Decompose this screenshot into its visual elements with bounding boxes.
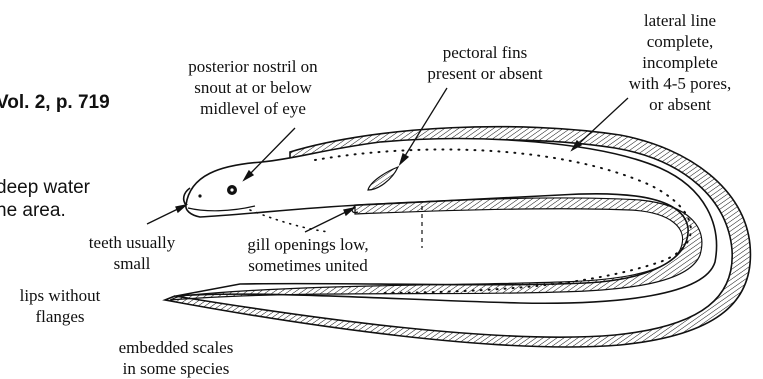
scales-label: embedded scales in some species	[96, 337, 256, 379]
gill-openings-label: gill openings low, sometimes united	[228, 234, 388, 276]
lateral-line-label: lateral line complete, incomplete with 4…	[600, 10, 760, 115]
pectoral-fins-label: pectoral fins present or absent	[405, 42, 565, 84]
lips-label: lips without flanges	[0, 285, 120, 327]
teeth-label: teeth usually small	[62, 232, 202, 274]
lateral-line-lower	[250, 210, 330, 232]
posterior-nostril-label: posterior nostril on snout at or below m…	[158, 56, 348, 119]
nostril	[198, 194, 201, 197]
